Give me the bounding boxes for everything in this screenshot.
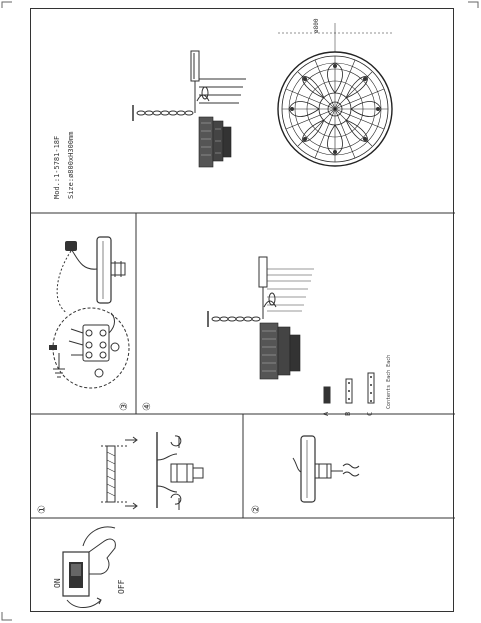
assembly-diagram xyxy=(207,256,375,404)
wiring-diagram xyxy=(49,236,130,389)
switch-off-label: OFF xyxy=(117,579,126,594)
overview-panel: Mod.:1-5781-18F Size:ø800xH300mm xyxy=(31,9,455,213)
power-switch-diagram xyxy=(62,526,116,608)
panel-grid xyxy=(31,212,455,519)
canopy-diagram xyxy=(292,435,360,503)
bracket-panel: ① xyxy=(31,414,243,518)
assembly-panel: ④ xyxy=(136,213,455,416)
parts-contents-note: Contents Each Each xyxy=(386,354,392,409)
bracket-diagram xyxy=(101,432,204,510)
step-3-marker: ③ xyxy=(119,402,130,411)
wiring-panel: ③ xyxy=(31,213,136,414)
sheet-frame: Mod.:1-5781-18F Size:ø800xH300mm xyxy=(30,8,455,613)
diameter-label: ø800 xyxy=(313,18,320,33)
switch-panel: ON OFF xyxy=(31,518,455,613)
canopy-panel: ② xyxy=(243,414,455,518)
chandelier-top-view xyxy=(277,23,393,167)
switch-on-label: ON xyxy=(53,578,62,588)
chandelier-side-view xyxy=(132,50,246,168)
